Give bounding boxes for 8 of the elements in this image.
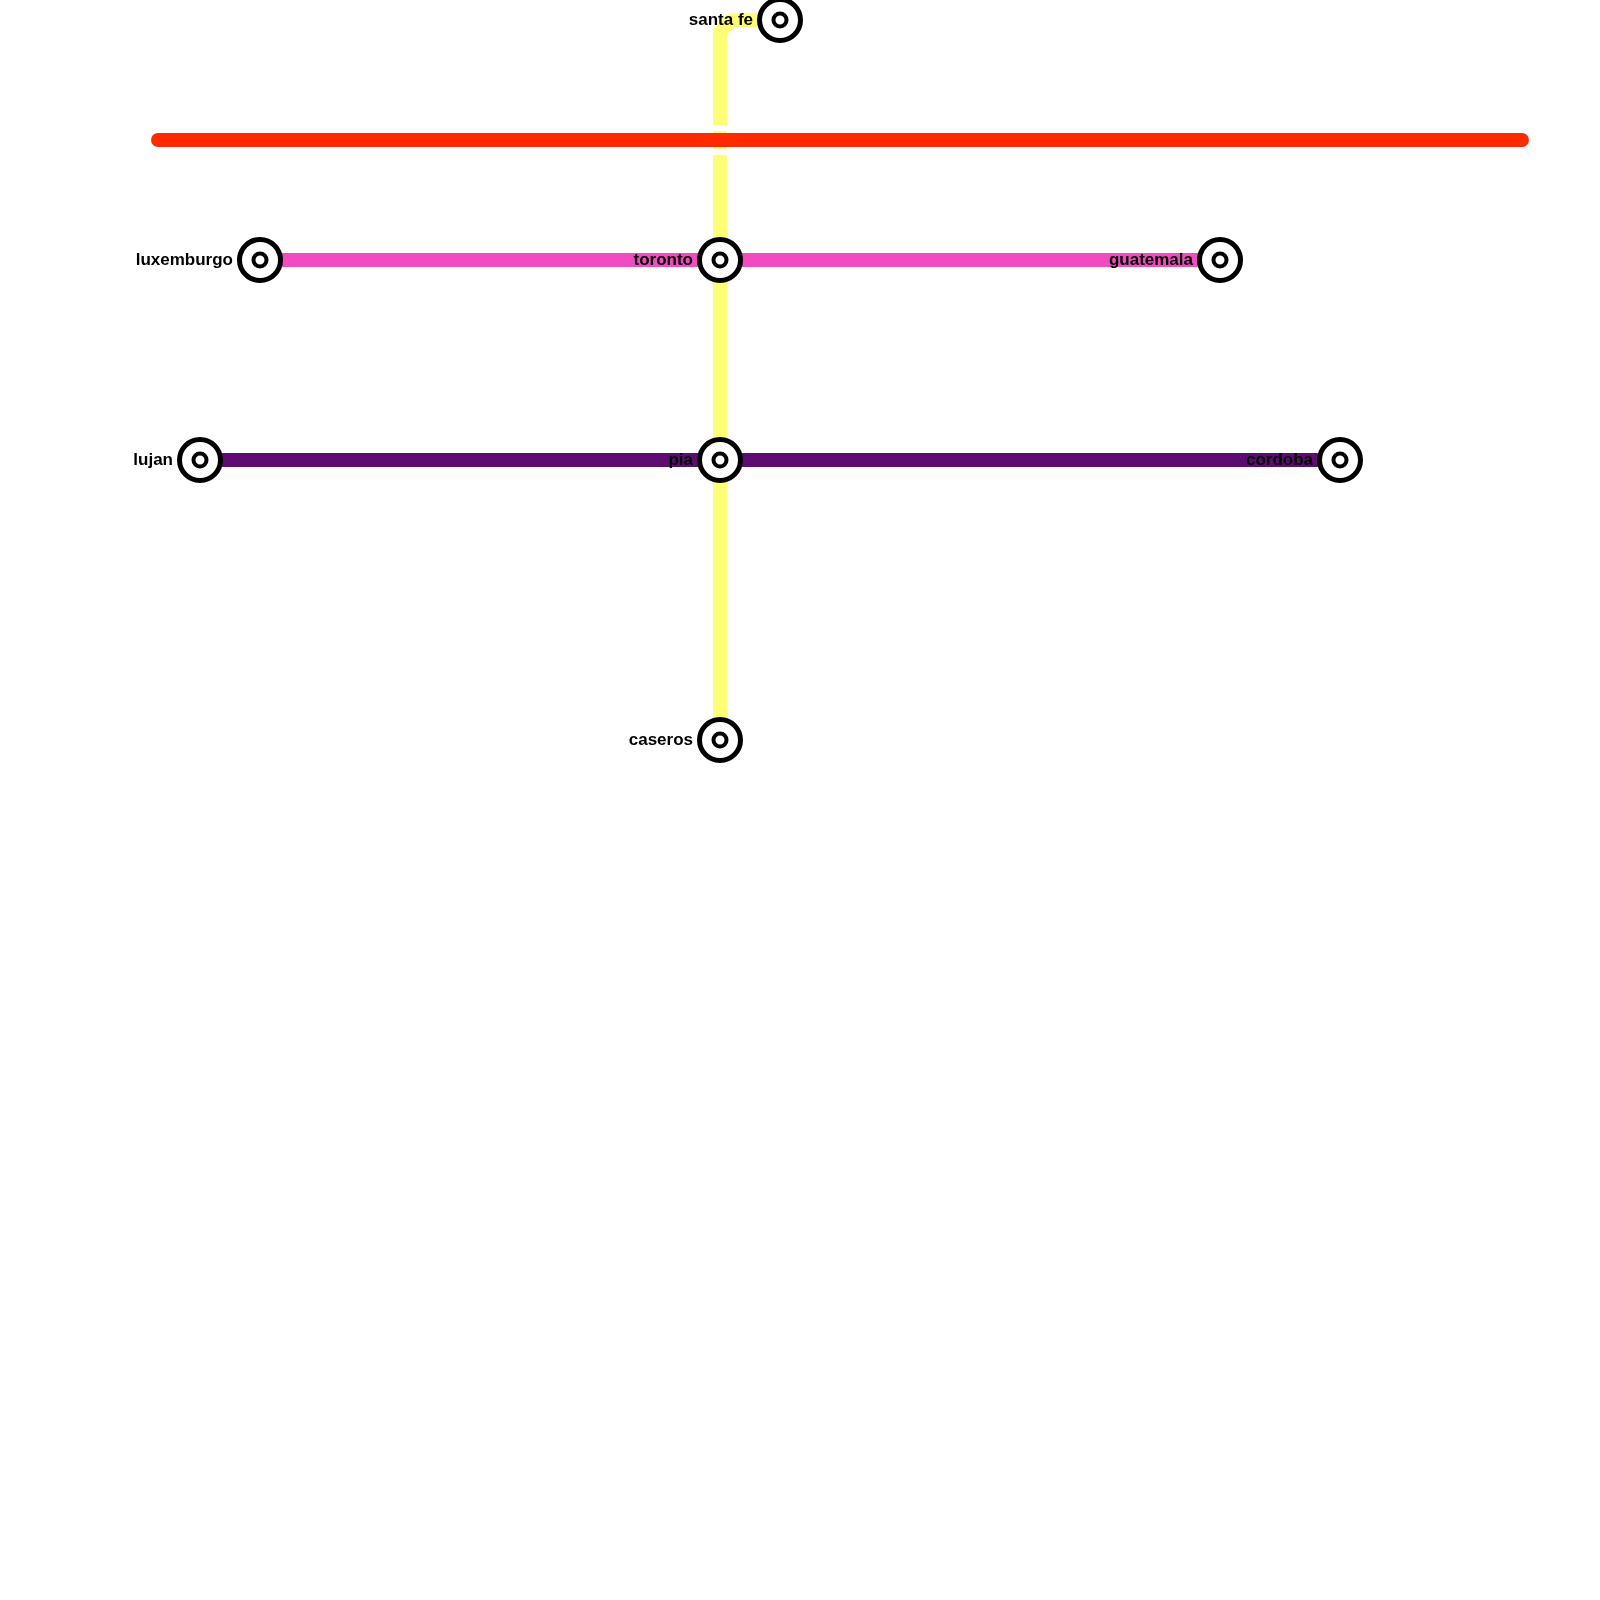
station-name: santa fe xyxy=(688,10,753,30)
station-name: lujan xyxy=(133,450,173,470)
station-name: cordoba xyxy=(1245,450,1313,470)
station-name: luxemburgo xyxy=(135,250,233,270)
station-name: caseros xyxy=(628,730,693,750)
station-name: toronto xyxy=(633,250,693,270)
station-name: guatemala xyxy=(1108,250,1193,270)
station-name: pia xyxy=(668,450,693,470)
